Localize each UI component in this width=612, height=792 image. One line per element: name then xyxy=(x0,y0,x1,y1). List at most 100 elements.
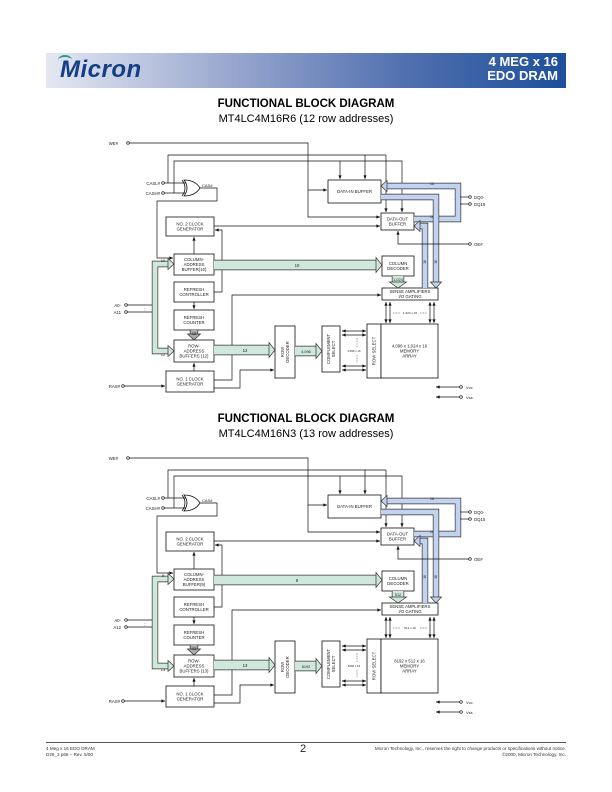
oe-pin xyxy=(468,242,472,246)
sense-to-data-out-bus xyxy=(420,223,428,288)
arrowhead-icon xyxy=(377,608,381,612)
cash-pin xyxy=(161,191,165,195)
dq0-pin-label: DQ0- xyxy=(474,195,485,200)
row-address-bus-arrowhead-icon xyxy=(268,341,276,359)
arrowhead-icon xyxy=(192,237,196,241)
data-out-buffer-label: BUFFER xyxy=(389,222,406,227)
arrowhead-icon xyxy=(342,679,346,683)
arrowhead-icon xyxy=(270,683,274,687)
clock-generator-2 xyxy=(165,216,215,237)
complement-select-label: SELECT xyxy=(331,655,336,672)
arrowhead-icon xyxy=(376,539,380,543)
dq-top-width: 16 xyxy=(430,497,434,501)
footer-right: Micron Technology, Inc., reserves the ri… xyxy=(375,746,566,757)
arrowhead-icon xyxy=(400,208,404,212)
address-ellipsis-icon: : xyxy=(144,307,145,313)
refresh-counter-bus-arrowhead-icon xyxy=(186,648,202,656)
arrowhead-icon xyxy=(436,385,440,389)
dq15-pin xyxy=(468,202,472,206)
row-select-label: ROW SELECT xyxy=(372,336,377,365)
arrowhead-icon xyxy=(388,634,392,638)
column-address-buffer-label: BUFFER(10) xyxy=(182,267,207,272)
address-bus-col-arrowhead-icon xyxy=(167,257,175,271)
footer-divider xyxy=(46,742,566,743)
refresh-controller-label: CONTROLLER xyxy=(179,607,208,612)
column-address-bus-arrowhead-icon xyxy=(375,256,383,274)
row-address-buffers-label: BUFFERS (12) xyxy=(180,354,209,359)
row-decoder-label: ROW xyxy=(280,661,285,672)
we-wire-out xyxy=(307,190,380,218)
comp-array-width: 8192 x 16 xyxy=(348,664,361,668)
casl-pin xyxy=(161,181,165,185)
arrowhead-icon xyxy=(384,302,388,306)
micron-logo: Micron xyxy=(58,55,142,84)
arrowhead-icon xyxy=(376,224,380,228)
vcc-pin xyxy=(459,700,463,704)
cas-label: CAS# xyxy=(202,498,213,503)
we-wire xyxy=(129,142,327,191)
memory-array-label: 8192 x 512 x 16 xyxy=(394,659,425,664)
product-title: 4 MEG x 16 EDO DRAM xyxy=(487,55,558,83)
clock-generator-2-label: NO. 2 CLOCK xyxy=(176,222,203,227)
dq-to-data-in-bus xyxy=(387,498,461,515)
clock-generator-1 xyxy=(165,685,215,708)
refresh-counter-label: REFRESH xyxy=(184,630,205,635)
column-decoder-output-bus-arrowhead-icon xyxy=(388,596,408,604)
refresh-counter-bus-arrowhead-icon xyxy=(186,333,202,341)
complement-select-label: COMPLEMENT xyxy=(326,333,331,364)
sense-amplifiers-label: SENSE AMPLIFIERS xyxy=(389,289,430,294)
ras-pin xyxy=(121,384,125,388)
column-decoder-label: COLUMN xyxy=(389,261,408,266)
diagram-2-subtitle: MT4LC4M16N3 (13 row addresses) xyxy=(218,428,394,440)
dq-to-data-in-bus xyxy=(387,183,461,200)
address-bus-col-arrowhead-icon xyxy=(167,572,175,586)
arrowhead-icon xyxy=(432,634,436,638)
arrowhead-icon xyxy=(338,175,342,179)
address-bus-row-arrowhead-icon xyxy=(167,344,175,358)
vss-label: Vss xyxy=(466,710,473,715)
we-wire xyxy=(129,457,327,506)
refresh-controller-label: REFRESH xyxy=(184,287,205,292)
address-bus-row xyxy=(152,623,168,669)
arrowhead-icon xyxy=(388,302,392,306)
block-diagram-2: WE#CASL#CASH#CAS#NO. 2 CLOCKGENERATORCOL… xyxy=(109,456,486,715)
dq15-pin-label: DQ15 xyxy=(474,517,486,522)
row-address-buffers-label: ADDRESS xyxy=(184,664,205,669)
arrowhead-icon xyxy=(396,231,400,235)
row-decoder-label: DECODER xyxy=(285,341,290,363)
row-decoder-label: DECODER xyxy=(285,656,290,678)
footer-disclaimer: Micron Technology, Inc., reserves the ri… xyxy=(374,746,566,751)
clock-generator-1-label: GENERATOR xyxy=(177,697,204,702)
address-ellipsis-icon: : xyxy=(144,622,145,628)
complement-select-label: SELECT xyxy=(331,340,336,357)
clock1-to-row-decoder xyxy=(214,684,274,704)
arrowhead-icon xyxy=(436,395,440,399)
refresh-controller-label: CONTROLLER xyxy=(179,292,208,297)
we-pin-label: WE# xyxy=(109,141,119,146)
arrowhead-icon xyxy=(362,329,366,333)
sense-amplifiers-label: I/O GATING xyxy=(398,609,422,614)
arrowhead-icon xyxy=(342,364,346,368)
a0-pin-label: A0- xyxy=(114,303,121,308)
row-address-buffers-label: ROW- xyxy=(188,659,200,664)
footer-doc-title: 4 Meg x 16 EDO DRAM xyxy=(46,746,95,751)
arrowhead-icon xyxy=(215,543,219,547)
arrowhead-icon xyxy=(192,363,196,367)
vss-pin xyxy=(459,395,463,399)
memory-array xyxy=(380,638,439,694)
data-out-buffer-label: BUFFER xyxy=(389,537,406,542)
arrowhead-icon xyxy=(388,617,392,621)
arrowhead-icon xyxy=(384,617,388,621)
clock-generator-2 xyxy=(165,531,215,552)
or-gate-icon xyxy=(183,494,201,512)
arrowhead-icon xyxy=(362,333,366,337)
column-address-bus-arrowhead-icon xyxy=(375,571,383,589)
sense-array-width: 512 x 16 xyxy=(404,626,416,630)
dq-bottom-width: 16 xyxy=(430,530,434,534)
dq0-pin xyxy=(468,195,472,199)
dq15-pin xyxy=(468,517,472,521)
refresh-counter-label: COUNTER xyxy=(183,635,204,640)
arrowhead-icon xyxy=(342,648,346,652)
col-decoder-output-width: 512 xyxy=(395,593,401,597)
